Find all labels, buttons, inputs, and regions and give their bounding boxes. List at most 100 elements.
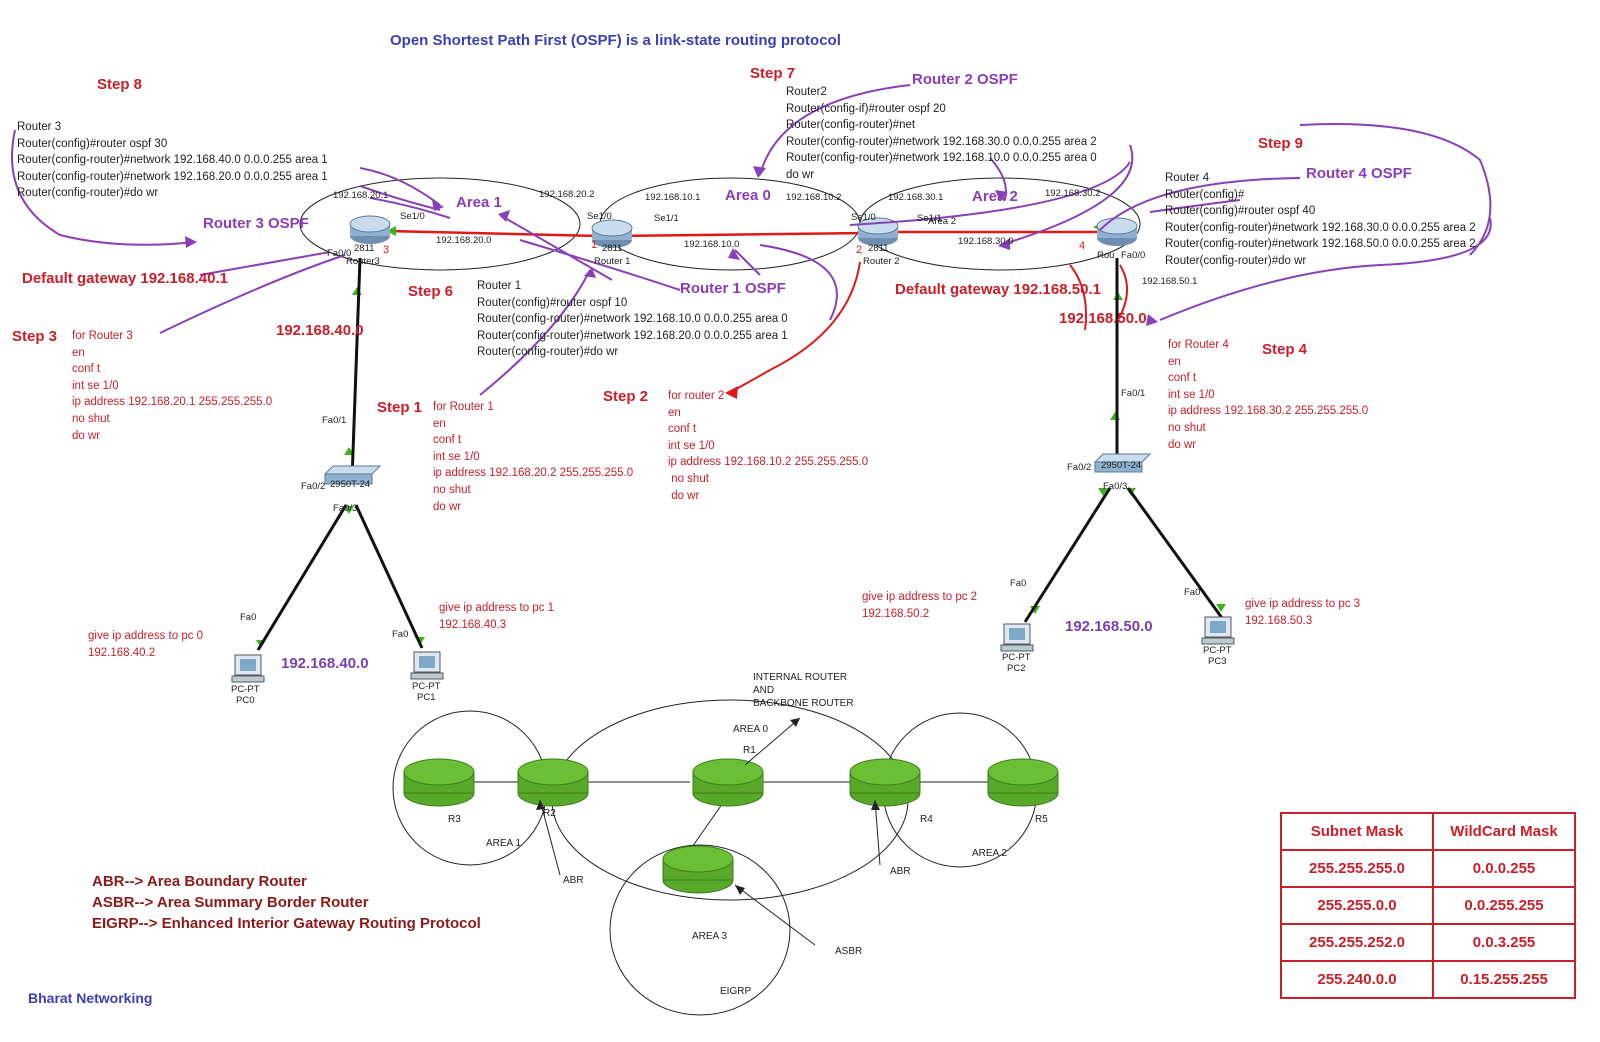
router1-ospf-label: Router 1 OSPF: [680, 280, 786, 297]
se11-r1: Se1/1: [654, 213, 679, 224]
router2-model: 2811: [868, 243, 889, 254]
ip-10-1: 192.168.10.1: [645, 192, 701, 203]
step-6-label: Step 6: [408, 283, 454, 300]
router3-model: 2811: [354, 243, 375, 254]
fa01-left: Fa0/1: [322, 415, 347, 426]
purple-annotations: [11, 84, 1492, 396]
asbr-label: ASBR: [835, 946, 863, 957]
r1-label: R1: [743, 745, 756, 756]
ip-30-0: 192.168.30.0: [958, 236, 1014, 247]
eigrp-label: EIGRP: [720, 986, 752, 997]
r4-router-icon: [849, 758, 921, 807]
area3-diagram-label: AREA 3: [692, 931, 728, 942]
step-2-label: Step 2: [603, 388, 649, 405]
brand-label: Bharat Networking: [28, 990, 153, 1006]
default-gateway-left: Default gateway 192.168.40.1: [22, 270, 228, 287]
se10-r3: Se1/0: [400, 211, 425, 222]
fa03-left: Fa0/3: [333, 503, 358, 514]
serial-link-r1-r2: [611, 231, 869, 238]
ip-10-2: 192.168.10.2: [786, 192, 842, 203]
step-1-label: Step 1: [377, 399, 423, 416]
red-annotations: [729, 261, 1128, 393]
network-50-bottom: 192.168.50.0: [1065, 618, 1153, 635]
link-num-2: 2: [856, 244, 863, 256]
r1-router-icon: [692, 758, 764, 807]
switch-left-name: 2950T-24: [330, 479, 371, 490]
network-40-top: 192.168.40.0: [276, 322, 364, 339]
r2-label: R2: [543, 808, 556, 819]
step-8-label: Step 8: [97, 76, 143, 93]
step-3-label: Step 3: [12, 328, 58, 345]
r2-router-icon: [517, 758, 589, 807]
r3-router-icon: [403, 758, 475, 807]
ip-20-0: 192.168.20.0: [436, 235, 492, 246]
ip-30-2: 192.168.30.2: [1045, 188, 1101, 199]
pc0-icon: [231, 654, 265, 683]
r3-label: R3: [448, 814, 461, 825]
area-diagram-links: [470, 781, 990, 851]
link-num-3: 3: [383, 244, 390, 256]
fa0-pc1: Fa0: [392, 629, 409, 640]
pc3-icon: [1201, 616, 1235, 645]
header-subnet-mask: Subnet Mask: [1280, 812, 1434, 851]
link-switch-pc3: [1126, 487, 1224, 619]
switch-right-name: 2950T-24: [1101, 460, 1142, 471]
area0-label: Area 0: [725, 187, 771, 204]
fa01-right: Fa0/1: [1121, 388, 1146, 399]
fa00-r3: Fa0/0: [327, 248, 352, 259]
area2-diagram-label: AREA 2: [972, 848, 1008, 859]
ip-50-1: 192.168.50.1: [1142, 276, 1198, 287]
area2-small-label: Area 2: [928, 216, 956, 227]
fa00-r4: Fa0/0: [1121, 250, 1146, 261]
router1-icon: [591, 219, 633, 248]
purple-arrowheads: [185, 166, 1158, 326]
fa0-pc3: Fa0: [1184, 587, 1201, 598]
router2-name: Router 2: [863, 256, 900, 267]
ip-20-1: 192.168.20.1: [333, 190, 389, 201]
serial-link-r3-r1: [387, 229, 601, 238]
se10-r2: Se1/0: [851, 212, 876, 223]
switch-left-icon: [323, 465, 382, 485]
router3-name: Router3: [346, 256, 380, 267]
ip-10-0: 192.168.10.0: [684, 239, 740, 250]
link-r3-switch: [350, 257, 362, 481]
r4-label: R4: [920, 814, 933, 825]
area-diagram-routers: [403, 758, 1059, 894]
router4-icon: [1096, 217, 1138, 246]
pc1-icon: [410, 651, 444, 680]
router4-name: Rou: [1097, 250, 1115, 261]
abr-right-label: ABR: [890, 866, 911, 877]
area1-ellipse: [299, 177, 581, 271]
r5-router-icon: [987, 758, 1059, 807]
link-num-4: 4: [1079, 240, 1086, 252]
asbr-router-icon: [662, 845, 734, 894]
step-7-label: Step 7: [750, 65, 796, 82]
area1-label: Area 1: [456, 194, 502, 211]
router1-model: 2811: [602, 243, 623, 254]
ip-30-1: 192.168.30.1: [888, 192, 944, 203]
fa02-left: Fa0/2: [301, 481, 326, 492]
fa02-right: Fa0/2: [1067, 462, 1092, 473]
page-title: Open Shortest Path First (OSPF) is a lin…: [390, 32, 841, 49]
r5-label: R5: [1035, 814, 1048, 825]
router3-ospf-label: Router 3 OSPF: [203, 215, 309, 232]
router2-ospf-label: Router 2 OSPF: [912, 71, 1018, 88]
